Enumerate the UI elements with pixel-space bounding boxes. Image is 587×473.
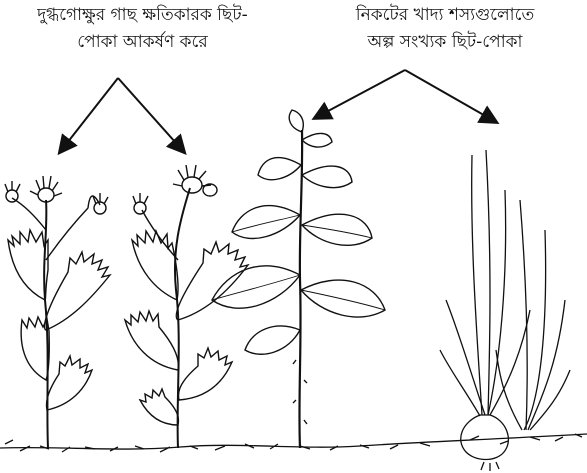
arrow-to-leafy-crop (315, 70, 405, 118)
onion-plant (440, 150, 570, 471)
arrows-right (315, 70, 496, 122)
leafy-crop-plant (212, 110, 385, 448)
milk-thistle-plant-1 (5, 176, 110, 448)
arrow-to-thistle-2 (118, 78, 184, 152)
arrows-left (60, 78, 184, 152)
milk-thistle-plant-2 (125, 165, 248, 448)
ground (0, 434, 587, 452)
arrow-to-onion (405, 70, 496, 122)
arrow-to-thistle-1 (60, 78, 118, 152)
